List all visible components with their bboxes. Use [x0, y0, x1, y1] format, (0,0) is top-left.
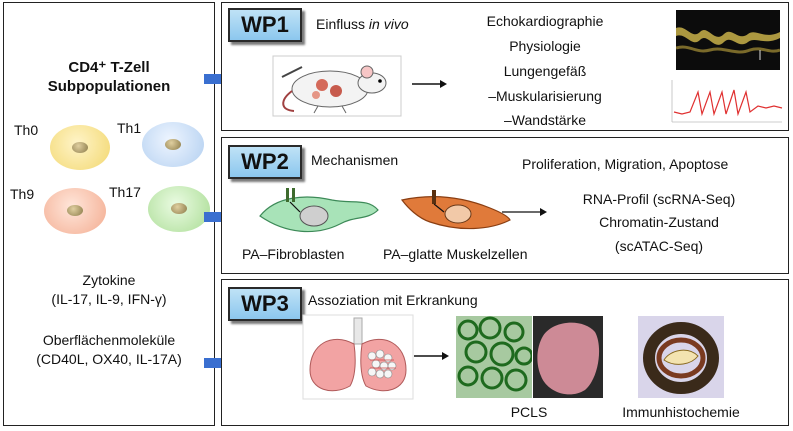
wp2-profile-line2: Chromatin-Zustand — [599, 214, 719, 230]
wp3-title: Assoziation mit Erkrankung — [308, 292, 478, 308]
surface-list: (CD40L, OX40, IL-17A) — [36, 351, 182, 367]
wp3-badge: WP3 — [228, 287, 302, 321]
wp1-item-2: Physiologie — [509, 38, 581, 54]
left-title-line2: Subpopulationen — [47, 78, 171, 95]
wp1-arrow — [412, 80, 447, 88]
surface-label: Oberflächenmoleküle — [42, 332, 176, 348]
wp2-profile-line1: RNA-Profil (scRNA-Seq) — [582, 191, 736, 207]
cytokines-label: Zytokine — [82, 272, 136, 288]
wp1-title-italic: in vivo — [368, 16, 409, 32]
wp1-item-4: –Muskularisierung — [488, 88, 602, 104]
wp1-item-3: Lungengefäß — [503, 63, 587, 79]
wp2-cell2-label: PA–glatte Muskelzellen — [383, 246, 528, 262]
lung-illustration — [302, 314, 414, 400]
pcls-tissue-image — [533, 316, 603, 398]
mouse-illustration — [272, 55, 402, 117]
smooth-muscle-illustration — [400, 190, 511, 230]
wp1-title-prefix: Einfluss — [316, 16, 369, 32]
wp1-item-1: Echokardiographie — [486, 13, 604, 29]
ihc-image — [638, 316, 724, 398]
fibroblast-illustration — [259, 188, 379, 233]
cell-th9 — [44, 188, 106, 234]
echocardiography-image — [676, 10, 780, 70]
wp2-cell1-label: PA–Fibroblasten — [242, 246, 345, 262]
wp2-processes: Proliferation, Migration, Apoptose — [522, 156, 729, 172]
left-title-line1: CD4⁺ T-Zell — [68, 59, 150, 76]
wp1-item-5: –Wandstärke — [504, 112, 586, 128]
cytokines-list: (IL-17, IL-9, IFN-γ) — [51, 291, 167, 307]
cell-label-th17: Th17 — [109, 184, 141, 200]
pcls-green-image — [456, 316, 532, 398]
wp3-arrow — [414, 352, 449, 360]
cell-th0 — [50, 125, 110, 170]
wp1-title: Einfluss in vivo — [316, 16, 409, 32]
cell-label-th1: Th1 — [117, 120, 142, 136]
pressure-trace-image — [668, 78, 784, 126]
cell-label-th0: Th0 — [14, 122, 39, 138]
wp2-badge: WP2 — [228, 145, 302, 179]
cell-th17 — [148, 186, 210, 232]
pcls-label: PCLS — [510, 404, 548, 420]
cell-label-th9: Th9 — [10, 186, 35, 202]
wp2-arrow — [502, 208, 547, 216]
wp1-badge: WP1 — [228, 8, 302, 42]
cell-th1 — [142, 122, 204, 167]
wp2-profile-line3: (scATAC-Seq) — [614, 238, 704, 254]
ihc-label: Immunhistochemie — [622, 404, 740, 420]
wp2-title: Mechanismen — [311, 152, 399, 168]
